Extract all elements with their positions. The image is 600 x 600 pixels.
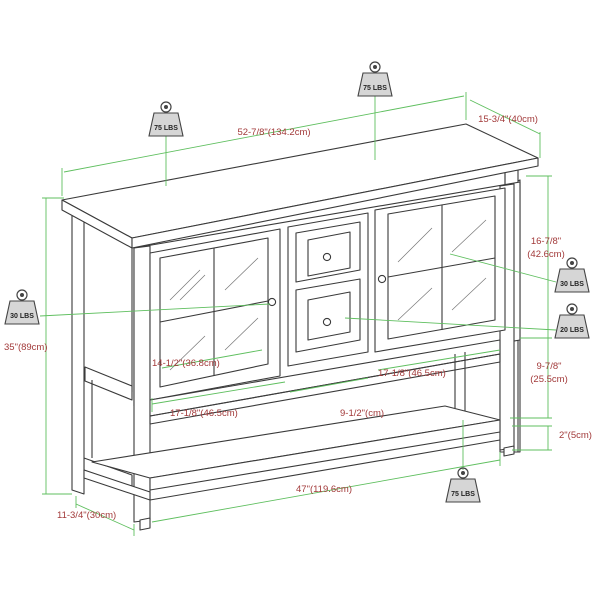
weight-icon-top-left: 75 LBS: [148, 101, 184, 137]
total-height-label: 35"(89cm): [4, 342, 48, 353]
weight-icon-right-cabinet: 30 LBS: [554, 257, 590, 293]
left-back-leg: [71, 211, 85, 495]
dimension-lines: [39, 92, 557, 536]
right-cabinet-width-label: 17-1/8"(46.5cm): [378, 368, 446, 379]
left-cabinet-door: [149, 228, 281, 401]
weight-icon-bottom-shelf: 75 LBS: [445, 467, 481, 503]
drawer-width-label: 9-1/2"(cm): [340, 408, 384, 419]
depth-label: 15-3/4"(40cm): [478, 114, 538, 125]
weight-label: 30 LBS: [560, 281, 584, 288]
weight-label: 75 LBS: [451, 491, 475, 498]
weight-icon-drawers: 20 LBS: [554, 303, 590, 339]
lower-shelf: [83, 339, 501, 501]
top-width-label: 52-7/8"(134.2cm): [237, 127, 310, 138]
weight-icon-top-center: 75 LBS: [357, 61, 393, 97]
foot-height-label: 2"(5cm): [559, 430, 592, 441]
furniture-drawing: [61, 123, 539, 531]
weight-label: 75 LBS: [154, 125, 178, 132]
weight-label: 30 LBS: [10, 313, 34, 320]
glass-width-label: 14-1/2"(36.8cm): [152, 358, 220, 369]
weight-label: 75 LBS: [363, 85, 387, 92]
weight-icon-left-cabinet: 30 LBS: [4, 289, 40, 325]
right-cabinet-door: [374, 187, 506, 353]
left-cabinet-width-label: 17-1/8"(46.5cm): [170, 408, 238, 419]
bottom-width-label: 47"(119.6cm): [296, 484, 352, 495]
left-side-panel: [79, 214, 133, 488]
weight-label: 20 LBS: [560, 327, 584, 334]
top-surface: [61, 123, 539, 249]
shelf-height-label: 9-7/8": [536, 361, 561, 372]
upper-height-cm-label: (42.6cm): [527, 249, 564, 260]
side-depth-label: 11-3/4"(30cm): [57, 510, 116, 521]
drawer-column: [287, 212, 369, 367]
upper-height-label: 16-7/8": [531, 236, 561, 247]
dimension-labels: 52-7/8"(134.2cm) 15-3/4"(40cm) 16-7/8" (…: [4, 114, 592, 521]
shelf-height-cm-label: (25.5cm): [530, 374, 567, 385]
